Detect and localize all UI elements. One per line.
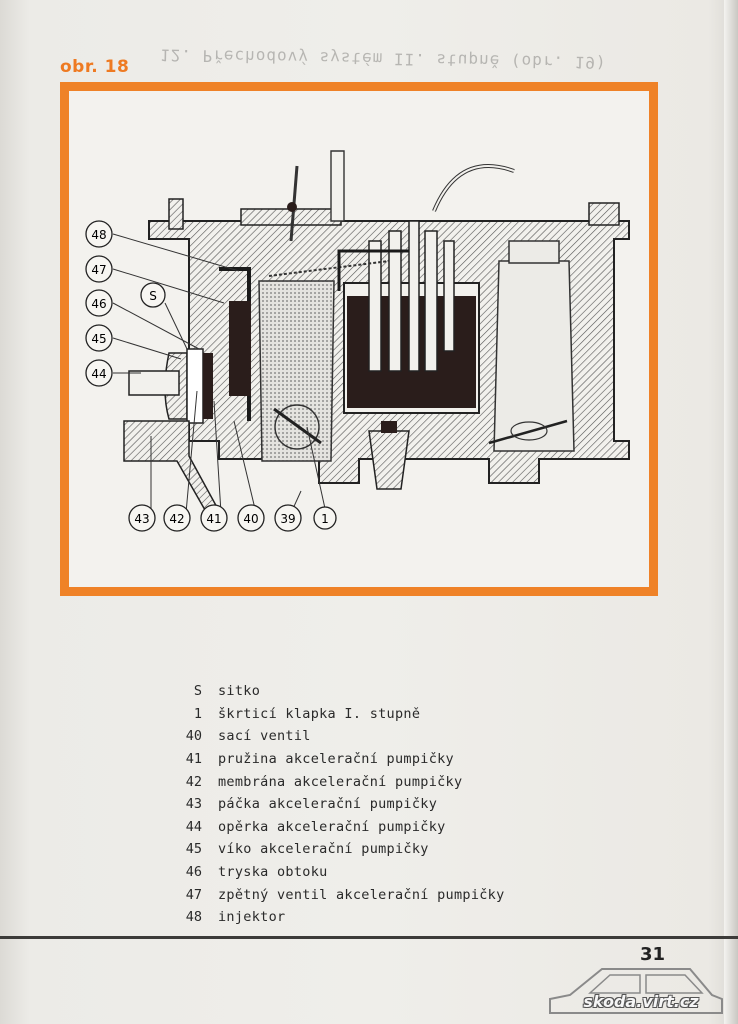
legend-item: 43 páčka akcelerační pumpičky (168, 793, 505, 816)
page-number: 31 (640, 944, 666, 965)
page-bottom-rule (0, 936, 738, 939)
float-chamber (343, 164, 515, 414)
callout-43: 43 (128, 504, 156, 532)
callout-45: 45 (85, 324, 113, 352)
callout-40: 40 (237, 504, 265, 532)
car-watermark-logo (549, 968, 723, 1014)
legend-item-description: opěrka akcelerační pumpičky (218, 818, 446, 835)
legend-item-description: pružina akcelerační pumpičky (218, 751, 454, 768)
legend-item-code: 1 (193, 705, 202, 722)
pump-passages (219, 249, 409, 421)
callout-label-42: 42 (169, 512, 184, 526)
callout-label-39: 39 (280, 512, 295, 526)
callout-label-40: 40 (243, 512, 258, 526)
callout-47: 47 (85, 255, 113, 283)
callout-44: 44 (85, 359, 113, 387)
callout-label-43: 43 (134, 512, 149, 526)
leader-lines (112, 233, 327, 514)
callout-label-46: 46 (91, 297, 106, 311)
legend-item: 47 zpětný ventil akcelerační pumpičky (168, 883, 505, 906)
callout-41: 41 (200, 504, 228, 532)
legend-item: 44 opěrka akcelerační pumpičky (168, 816, 505, 839)
callout-label-s: S (149, 289, 157, 303)
legend-item-code: 40 (185, 728, 202, 745)
callout-label-41: 41 (206, 512, 221, 526)
legend-item-code: 48 (185, 909, 202, 926)
callout-48: 48 (85, 220, 113, 248)
bleed-through-heading: 12. Přechodový systém II. stupně (obr. 1… (159, 45, 607, 73)
legend-item: 46 tryska obtoku (168, 861, 505, 884)
legend-item-description: tryska obtoku (218, 864, 328, 881)
callout-label-45: 45 (91, 332, 106, 346)
primary-barrel (258, 280, 335, 462)
callout-s: S (140, 282, 166, 308)
legend-item: 1 škrticí klapka I. stupně (168, 703, 505, 726)
carburetor-cross-section-diagram: 48 47 46 S 45 44 (85, 150, 630, 532)
legend-item: 40 sací ventil (168, 725, 505, 748)
callout-46: 46 (85, 289, 113, 317)
legend-item-description: sací ventil (218, 728, 311, 745)
legend-item-code: S (193, 683, 202, 700)
needle-valve (368, 421, 410, 490)
legend-item-description: škrticí klapka I. stupně (218, 705, 421, 722)
legend-item-description: injektor (218, 909, 286, 926)
legend-item: 48 injektor (168, 906, 505, 929)
secondary-barrel (488, 240, 575, 452)
figure-label: obr. 18 (60, 57, 130, 77)
legend-item: 45 víko akcelerační pumpičky (168, 838, 505, 861)
legend-item-description: zpětný ventil akcelerační pumpičky (218, 886, 505, 903)
legend-item-code: 43 (185, 796, 202, 813)
callout-label-44: 44 (91, 367, 106, 381)
legend-item: 41 pružina akcelerační pumpičky (168, 748, 505, 771)
figure-frame: 48 47 46 S 45 44 (60, 82, 658, 596)
legend-item-code: 44 (185, 818, 202, 835)
legend-item-code: 45 (185, 841, 202, 858)
page-binding-edge (724, 0, 738, 1024)
callout-42: 42 (163, 504, 191, 532)
legend-item-code: 46 (185, 864, 202, 881)
legend-item-description: víko akcelerační pumpičky (218, 841, 429, 858)
callout-label-47: 47 (91, 263, 106, 277)
legend-item-code: 42 (185, 773, 202, 790)
callout-label-48: 48 (91, 228, 106, 242)
legend-item-code: 47 (185, 886, 202, 903)
callout-1: 1 (313, 506, 337, 530)
throttle-linkage (287, 150, 345, 242)
legend-item-description: membrána akcelerační pumpičky (218, 773, 463, 790)
legend-item-description: sitko (218, 683, 261, 700)
legend-item-description: páčka akcelerační pumpičky (218, 796, 438, 813)
legend-item: 42 membrána akcelerační pumpičky (168, 770, 505, 793)
watermark-text: skoda.virt.cz (583, 992, 699, 1011)
callout-label-1: 1 (321, 512, 329, 526)
legend-item-code: 41 (185, 751, 202, 768)
callout-39: 39 (274, 504, 302, 532)
